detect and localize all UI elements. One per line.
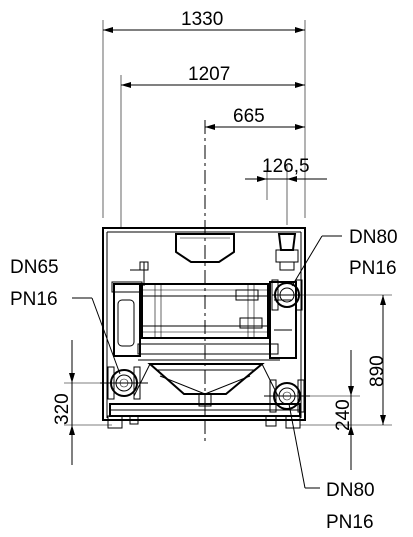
dimension-frame-width: 1207 — [121, 64, 305, 88]
dim-890-label: 890 — [367, 355, 388, 387]
bottom-right-flange-dn80 — [264, 379, 310, 413]
bottom-right-connection-dn: DN80 — [326, 480, 375, 501]
dimension-center-offset: 665 — [205, 106, 305, 130]
dimension-overall-width: 1330 — [103, 9, 305, 33]
dimension-top-connection: 126,5 — [245, 156, 327, 225]
dim-665-label: 665 — [233, 106, 265, 127]
machine-body — [102, 227, 306, 429]
dimension-320: 320 — [52, 340, 75, 465]
top-right-flange-dn80 — [271, 233, 303, 311]
dimension-240: 240 — [333, 350, 354, 470]
top-right-connection-pn: PN16 — [349, 258, 397, 279]
label-bottom-right-connection: DN80 PN16 — [326, 480, 375, 533]
dim-320-label: 320 — [52, 393, 73, 425]
bottom-right-connection-pn: PN16 — [326, 512, 374, 533]
dim-240-label: 240 — [333, 399, 354, 431]
dim-126-5-label: 126,5 — [262, 156, 310, 177]
extension-lines — [64, 20, 392, 426]
dimension-890: 890 — [367, 295, 388, 425]
label-top-right-connection: DN80 PN16 — [349, 227, 398, 279]
label-left-connection: DN65 PN16 — [10, 257, 59, 310]
leader-lines — [72, 235, 342, 489]
left-connection-pn: PN16 — [10, 289, 58, 310]
top-right-connection-dn: DN80 — [349, 227, 398, 248]
left-connection-dn: DN65 — [10, 257, 59, 278]
dim-1330-label: 1330 — [181, 9, 223, 30]
dim-1207-label: 1207 — [188, 64, 230, 85]
left-flange-dn65 — [100, 366, 148, 400]
